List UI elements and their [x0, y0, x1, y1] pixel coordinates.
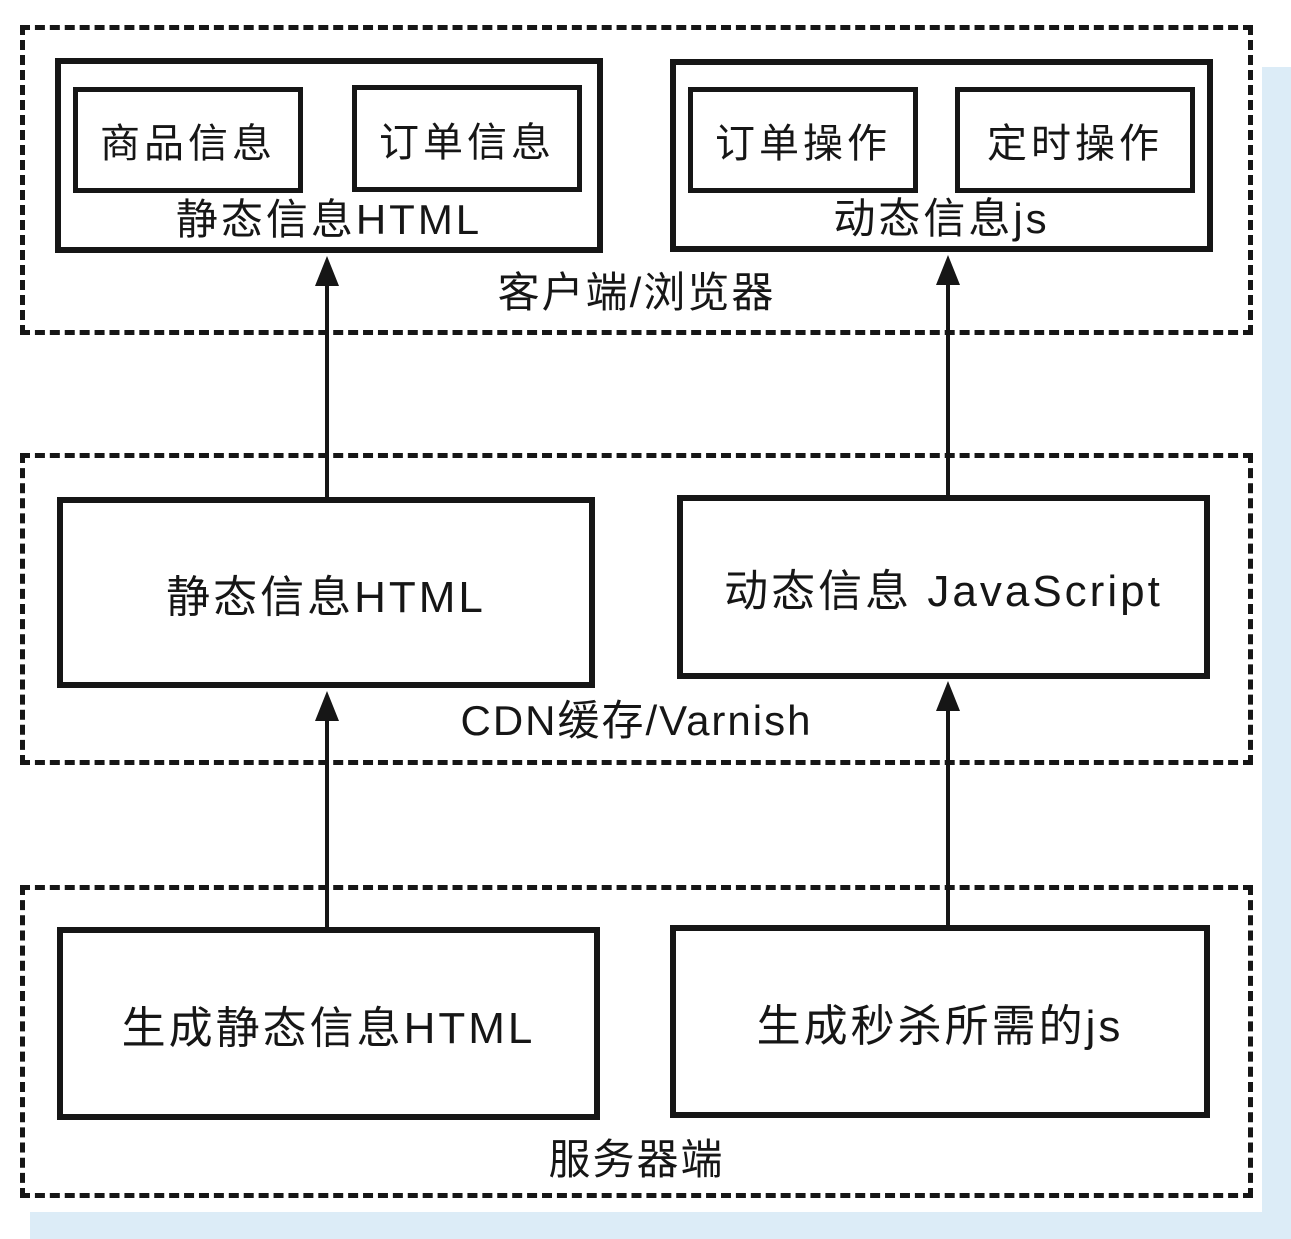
arrowhead-up-icon	[315, 256, 339, 286]
cdn-static-html-box: 静态信息HTML	[57, 497, 595, 688]
layer-server: 服务器端	[20, 885, 1253, 1198]
layer-server-label: 服务器端	[548, 1136, 725, 1183]
server-generate-static-html-box: 生成静态信息HTML	[57, 927, 600, 1120]
layer-client-browser-label: 客户端/浏览器	[497, 269, 776, 316]
client-dynamic-js-title: 动态信息js	[833, 195, 1050, 242]
arrowhead-up-icon	[936, 255, 960, 285]
client-order-info-box: 订单信息	[352, 85, 582, 192]
client-static-html-box: 商品信息 订单信息 静态信息HTML	[55, 58, 603, 253]
client-static-html-title: 静态信息HTML	[175, 196, 483, 243]
client-product-info-box: 商品信息	[73, 87, 303, 193]
arrow-shaft	[946, 281, 950, 495]
layer-cdn-varnish: CDN缓存/Varnish	[20, 453, 1253, 765]
arrow-shaft	[946, 707, 950, 925]
client-dynamic-js-box: 订单操作 定时操作 动态信息js	[670, 59, 1213, 252]
page-edge-bottom	[30, 1212, 1291, 1239]
cdn-dynamic-js-box: 动态信息 JavaScript	[677, 495, 1210, 679]
arrowhead-up-icon	[936, 681, 960, 711]
page-edge-right	[1262, 67, 1291, 1239]
server-generate-seckill-js-box: 生成秒杀所需的js	[670, 925, 1210, 1118]
arrow-shaft	[325, 282, 329, 497]
arrow-shaft	[325, 717, 329, 927]
arrowhead-up-icon	[315, 691, 339, 721]
layer-client-browser: 客户端/浏览器	[20, 25, 1253, 335]
layer-cdn-varnish-label: CDN缓存/Varnish	[460, 697, 813, 744]
client-timer-action-box: 定时操作	[955, 87, 1195, 193]
client-order-action-box: 订单操作	[688, 87, 918, 193]
